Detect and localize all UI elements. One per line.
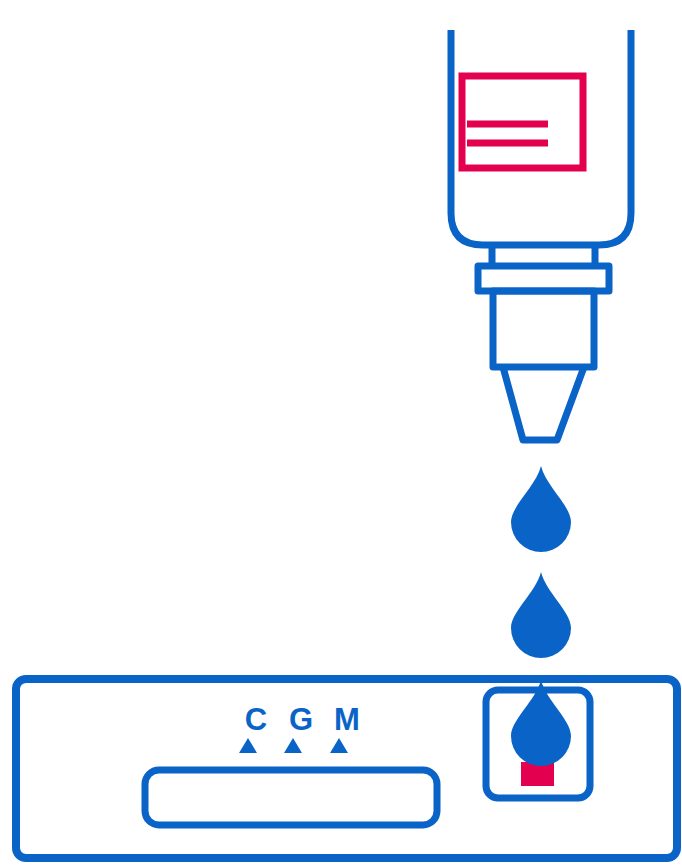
sample-well [486, 690, 590, 798]
sample-pad [521, 762, 554, 786]
line-marker: G [289, 704, 313, 735]
line-marker: C [245, 704, 267, 735]
bottle-body [451, 30, 631, 245]
bottle-collar [478, 266, 609, 291]
result-window [145, 770, 437, 825]
bottle-shoulder [492, 245, 595, 266]
label-lines [467, 124, 548, 143]
bottle-tip [503, 367, 584, 440]
drops [511, 466, 571, 766]
line-marker: M [334, 704, 360, 735]
test-cassette: CGM [12, 675, 681, 862]
bottle-label [462, 76, 583, 168]
bottle-neck [493, 291, 594, 367]
marker-triangles [239, 738, 348, 753]
